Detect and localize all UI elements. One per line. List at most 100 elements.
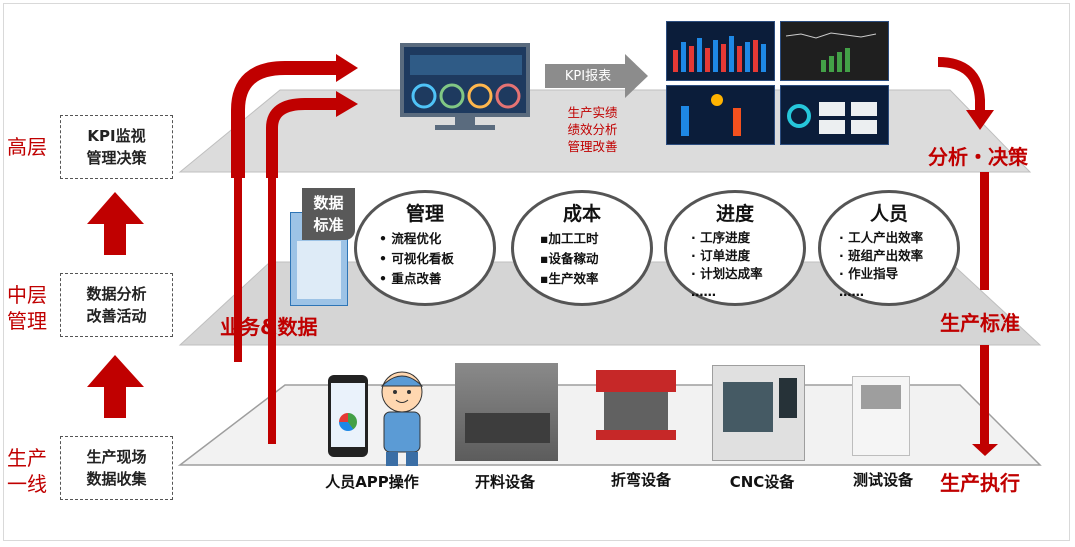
management-item-3: • 重点改善 (379, 271, 442, 286)
kpi-note-3: 管理改善 (567, 139, 618, 154)
label-business-data: 业务&数据 (220, 315, 318, 339)
kpi-note-1: 生产实绩 (567, 105, 618, 120)
equipment-label-bending: 折弯设备 (610, 471, 671, 489)
circle-personnel-list: · 工人产出效率 · 班组产出效率 · 作业指导 …… (839, 229, 923, 301)
kpi-arrow-shape (545, 54, 648, 98)
monitor-base (435, 125, 495, 130)
kpi-notes: 生产实绩 绩效分析 管理改善 (555, 104, 630, 155)
circle-management: 管理 • 流程优化 • 可视化看板 • 重点改善 (354, 190, 496, 306)
cost-item-2: ▪设备稼动 (540, 251, 599, 266)
dashboard-panel-1 (666, 21, 775, 81)
worker-cartoon (380, 371, 424, 466)
cutting-equipment-photo (455, 363, 558, 461)
box-analysis-line1: 数据分析 (86, 285, 147, 303)
dashboard-panel-2 (780, 21, 889, 81)
box-analysis-line2: 改善活动 (86, 307, 147, 325)
bending-machine-base (596, 430, 676, 440)
cost-item-3: ▪生产效率 (540, 271, 599, 286)
personnel-item-2: · 班组产出效率 (839, 248, 924, 263)
test-equipment-photo (852, 376, 910, 456)
level-label-prod-line1: 生产 (7, 446, 47, 470)
test-equipment-display (861, 385, 901, 409)
equipment-label-app: 人员APP操作 (325, 473, 419, 491)
data-flow-bar-left (234, 172, 242, 362)
right-down-arrowhead (972, 444, 998, 456)
level-label-mid: 中层 管理 (4, 282, 50, 334)
equipment-label-test: 测试设备 (852, 471, 913, 489)
equipment-label-cnc: CNC设备 (729, 473, 795, 491)
document-page (297, 241, 341, 299)
left-up-arrow-upper (87, 192, 144, 255)
label-production-execution: 生产执行 (940, 471, 1020, 495)
circle-personnel-title: 人员 (869, 203, 908, 225)
dashboard-panel-4 (780, 85, 889, 145)
cutting-machine-bed (465, 413, 550, 443)
data-standard-line1: 数据 (313, 194, 344, 212)
curved-arrow-upper (231, 61, 338, 178)
level-label-prod-line2: 一线 (7, 472, 47, 496)
monitor-screen (400, 43, 530, 117)
cost-item-1: ▪加工工时 (540, 231, 599, 246)
panel-1-bars (673, 36, 766, 72)
circle-progress: 进度 · 工序进度 · 订单进度 · 计划达成率 …… (664, 190, 806, 306)
monitor-neck (455, 117, 475, 125)
progress-item-1: · 工序进度 (691, 230, 751, 245)
right-bar-upper (980, 172, 989, 290)
monitor-map (410, 55, 522, 75)
circle-management-title: 管理 (405, 203, 444, 225)
circle-personnel: 人员 · 工人产出效率 · 班组产出效率 · 作业指导 …… (818, 190, 960, 306)
data-standard-tag: 数据 标准 (302, 188, 355, 240)
circle-progress-title: 进度 (715, 203, 754, 225)
circle-cost: 成本 ▪加工工时 ▪设备稼动 ▪生产效率 (511, 190, 653, 306)
personnel-item-3: · 作业指导 (839, 266, 899, 281)
panel-3-chart (681, 94, 741, 136)
cnc-machine-photo (712, 365, 805, 461)
left-up-arrow-lower (87, 355, 144, 418)
arrowhead-lower (336, 91, 358, 117)
level-label-prod: 生产 一线 (4, 445, 50, 497)
phone-image (328, 375, 368, 457)
arrowhead-upper (336, 54, 358, 82)
personnel-item-1: · 工人产出效率 (839, 230, 924, 245)
box-collection-line1: 生产现场 (86, 448, 147, 466)
diagram-frame (3, 3, 1070, 541)
right-curve-arrowhead (966, 110, 994, 130)
personnel-item-more: …… (839, 284, 864, 299)
level-label-mid-line1: 中层 (7, 283, 47, 307)
circle-management-list: • 流程优化 • 可视化看板 • 重点改善 (379, 229, 454, 289)
cnc-window (723, 382, 773, 432)
box-kpi-line2: 管理决策 (86, 149, 147, 167)
equipment-label-cutting: 开料设备 (474, 473, 535, 491)
box-data-collection: 生产现场 数据收集 (60, 436, 173, 500)
management-item-2: • 可视化看板 (379, 251, 454, 266)
kpi-note-2: 绩效分析 (567, 122, 618, 137)
bending-machine-body (604, 392, 668, 432)
panel-4-chart (787, 102, 877, 134)
level-label-mid-line2: 管理 (7, 309, 47, 333)
kpi-arrow-label: KPI报表 (564, 69, 612, 84)
box-collection-line2: 数据收集 (86, 470, 147, 488)
monitor-gauges (411, 83, 521, 109)
phone-pie (339, 413, 357, 431)
circle-cost-title: 成本 (562, 203, 601, 225)
cnc-control-panel (779, 378, 797, 418)
label-production-standard: 生产标准 (940, 311, 1020, 335)
data-standard-line2: 标准 (313, 216, 344, 234)
management-item-1: • 流程优化 (379, 231, 442, 246)
progress-item-2: · 订单进度 (691, 248, 751, 263)
right-bar-lower (980, 345, 989, 445)
box-data-analysis: 数据分析 改善活动 (60, 273, 173, 337)
bending-machine-photo (584, 370, 688, 446)
circle-progress-list: · 工序进度 · 订单进度 · 计划达成率 …… (691, 229, 763, 301)
phone-screen (331, 383, 365, 447)
bending-machine-top (596, 370, 676, 392)
progress-item-3: · 计划达成率 (691, 266, 763, 281)
progress-item-more: …… (691, 284, 716, 299)
box-kpi-monitor: KPI监视 管理决策 (60, 115, 173, 179)
data-flow-bar-right (268, 172, 276, 444)
label-analysis-decision: 分析・决策 (928, 145, 1028, 169)
dashboard-panel-3 (666, 85, 775, 145)
box-kpi-line1: KPI监视 (87, 127, 146, 145)
monitor (400, 43, 530, 131)
circle-cost-list: ▪加工工时 ▪设备稼动 ▪生产效率 (540, 229, 598, 289)
